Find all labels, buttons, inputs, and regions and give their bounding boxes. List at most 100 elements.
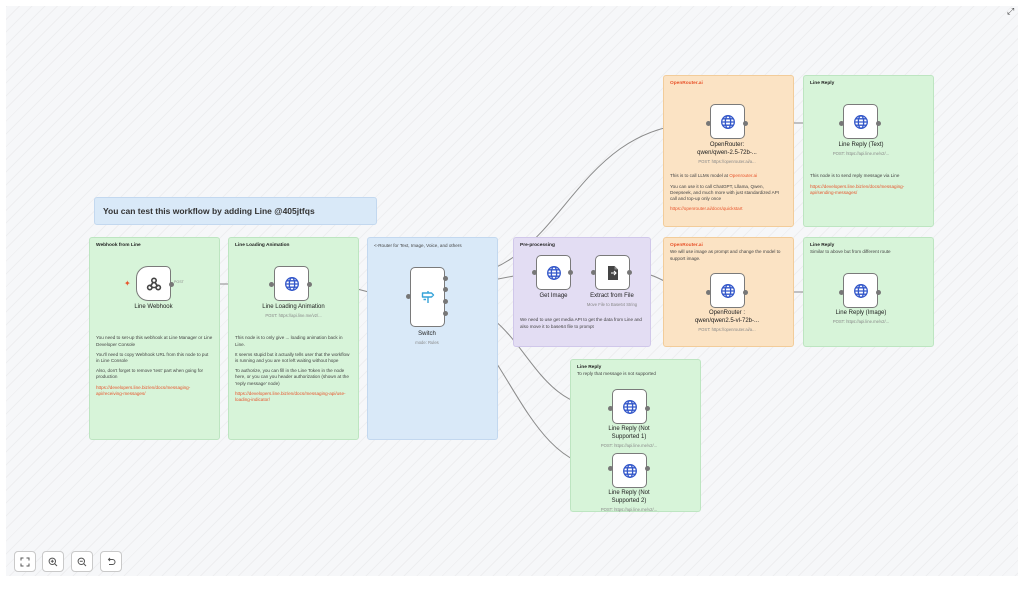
node-label-line2: Supported 1) bbox=[611, 434, 647, 440]
output-port[interactable] bbox=[627, 270, 632, 275]
globe-icon bbox=[546, 265, 561, 280]
node-line-reply-text[interactable] bbox=[843, 104, 878, 139]
note-title: Line Reply bbox=[810, 243, 835, 248]
note-link[interactable]: https://developers.line.biz/en/docs/mess… bbox=[235, 390, 346, 402]
test-banner: You can test this workflow by adding Lin… bbox=[94, 197, 377, 225]
reset-zoom-button[interactable] bbox=[100, 551, 122, 572]
node-switch[interactable] bbox=[410, 267, 445, 327]
output-port[interactable] bbox=[307, 282, 312, 287]
undo-icon bbox=[107, 557, 116, 565]
zoom-out-button[interactable] bbox=[71, 551, 93, 572]
globe-icon bbox=[622, 399, 637, 414]
fit-view-icon bbox=[20, 557, 30, 566]
note-openrouter-text[interactable]: OpenRouter.ai This is to call LLMs model… bbox=[663, 75, 794, 227]
input-port[interactable] bbox=[269, 282, 274, 287]
input-port[interactable] bbox=[706, 121, 711, 126]
note-text: It seems stupid but it actually tells us… bbox=[235, 351, 350, 364]
file-extract-icon bbox=[607, 265, 618, 280]
note-title: OpenRouter.ai bbox=[670, 243, 703, 248]
input-port[interactable] bbox=[608, 466, 613, 471]
node-subtitle: POST: https://api.line.me/v2/... bbox=[832, 151, 890, 156]
globe-icon bbox=[853, 283, 868, 298]
input-port[interactable] bbox=[532, 270, 537, 275]
note-inline-link[interactable]: Openrouter.ai bbox=[729, 173, 758, 179]
node-label: Line Reply (Image) bbox=[835, 310, 887, 316]
note-title: Line Loading Animation bbox=[235, 243, 290, 248]
node-line-loading-animation[interactable] bbox=[274, 266, 309, 301]
note-text: You need to set-up this webhook at Line … bbox=[96, 335, 213, 347]
note-text: You'll need to copy Webhook URL from thi… bbox=[96, 351, 209, 364]
node-openrouter-text[interactable] bbox=[710, 104, 745, 139]
output-port[interactable] bbox=[645, 466, 650, 471]
note-loading[interactable]: Line Loading Animation This node is to o… bbox=[228, 237, 359, 440]
node-line-reply-not-supported-1[interactable] bbox=[612, 389, 647, 424]
node-subtitle: POST: https://api.line.me/v2/... bbox=[265, 313, 322, 318]
note-text: This is to call LLMs model at Openrouter… bbox=[670, 173, 758, 179]
node-extract-from-file[interactable] bbox=[595, 255, 630, 290]
output-port[interactable] bbox=[876, 290, 881, 295]
node-line-webhook[interactable] bbox=[136, 266, 171, 301]
zoom-in-button[interactable] bbox=[42, 551, 64, 572]
note-link[interactable]: https://openrouter.ai/docs/quickstart bbox=[670, 206, 743, 212]
input-port[interactable] bbox=[608, 406, 613, 411]
node-get-image[interactable] bbox=[536, 255, 571, 290]
note-title: Webhook from Line bbox=[96, 243, 141, 248]
note-title: <-Router for Text, Image, Voice, and oth… bbox=[374, 243, 462, 248]
note-line-reply-text[interactable]: Line Reply This node is to send reply me… bbox=[803, 75, 934, 227]
input-port[interactable] bbox=[839, 121, 844, 126]
globe-icon bbox=[622, 463, 637, 478]
globe-icon bbox=[720, 114, 735, 129]
node-openrouter-image[interactable] bbox=[710, 273, 745, 308]
node-subtitle: POST: https://openrouter.ai/a... bbox=[698, 159, 756, 164]
note-text: To authorize, you can fill in the Line T… bbox=[235, 368, 349, 386]
node-label: OpenRouter: bbox=[709, 142, 745, 148]
output-port[interactable] bbox=[743, 290, 748, 295]
output-port[interactable] bbox=[169, 282, 174, 287]
node-line-reply-image[interactable] bbox=[843, 273, 878, 308]
node-subtitle: POST: https://api.line.me/v2/... bbox=[600, 507, 658, 512]
note-text: Also, don't forget to remove 'test' part… bbox=[96, 368, 204, 380]
node-label: Line Reply (Not bbox=[608, 490, 650, 496]
note-text: To reply that message is not supported bbox=[577, 371, 656, 377]
input-port[interactable] bbox=[406, 294, 411, 299]
note-title: Pre-processing bbox=[520, 243, 555, 248]
output-port-text[interactable] bbox=[443, 276, 448, 281]
node-line-reply-not-supported-2[interactable] bbox=[612, 453, 647, 488]
node-label: Line Reply (Not bbox=[608, 426, 650, 432]
output-port-other[interactable] bbox=[443, 311, 448, 316]
workflow-canvas[interactable]: You can test this workflow by adding Lin… bbox=[6, 6, 1018, 576]
note-text: We will use image as prompt and change t… bbox=[670, 249, 781, 261]
fullscreen-toggle-icon[interactable]: ⤢ bbox=[1007, 6, 1015, 16]
output-port[interactable] bbox=[645, 406, 650, 411]
note-preprocessing[interactable]: Pre-processing We need to use get media … bbox=[513, 237, 651, 347]
output-port-image[interactable] bbox=[443, 287, 448, 292]
note-link[interactable]: https://developers.line.biz/en/docs/mess… bbox=[810, 183, 905, 195]
switch-signpost-icon bbox=[421, 291, 434, 303]
zoom-in-icon bbox=[48, 557, 58, 566]
node-label-line2: qwen/qwen-2.5-72b-... bbox=[697, 150, 757, 156]
node-label: Get Image bbox=[539, 293, 568, 299]
port-label: POST bbox=[174, 280, 184, 284]
node-label: Line Reply (Text) bbox=[838, 142, 884, 148]
node-label: OpenRouter : bbox=[708, 310, 746, 316]
node-label: Switch bbox=[418, 331, 436, 337]
webhook-icon bbox=[146, 276, 161, 291]
output-port[interactable] bbox=[876, 121, 881, 126]
globe-icon bbox=[284, 276, 299, 291]
note-text: You can use it to call ChatGPT, Lllama, … bbox=[670, 183, 780, 202]
node-subtitle: POST: https://api.line.me/v2/... bbox=[832, 319, 890, 324]
note-title: OpenRouter.ai bbox=[670, 81, 703, 86]
input-port[interactable] bbox=[591, 270, 596, 275]
note-text: We need to use get media API to get the … bbox=[520, 317, 642, 329]
fit-view-button[interactable] bbox=[14, 551, 36, 572]
trigger-bolt-icon: ✦ bbox=[124, 279, 131, 288]
output-port[interactable] bbox=[743, 121, 748, 126]
node-label-line2: qwen/qwen2.5-vl-72b-... bbox=[694, 318, 760, 324]
input-port[interactable] bbox=[839, 290, 844, 295]
node-label: Line Loading Animation bbox=[262, 304, 325, 310]
note-link[interactable]: https://developers.line.biz/en/docs/mess… bbox=[96, 384, 191, 396]
input-port[interactable] bbox=[706, 290, 711, 295]
output-port-voice[interactable] bbox=[443, 299, 448, 304]
output-port[interactable] bbox=[568, 270, 573, 275]
note-text: Similar to above but from different rout… bbox=[810, 249, 891, 255]
